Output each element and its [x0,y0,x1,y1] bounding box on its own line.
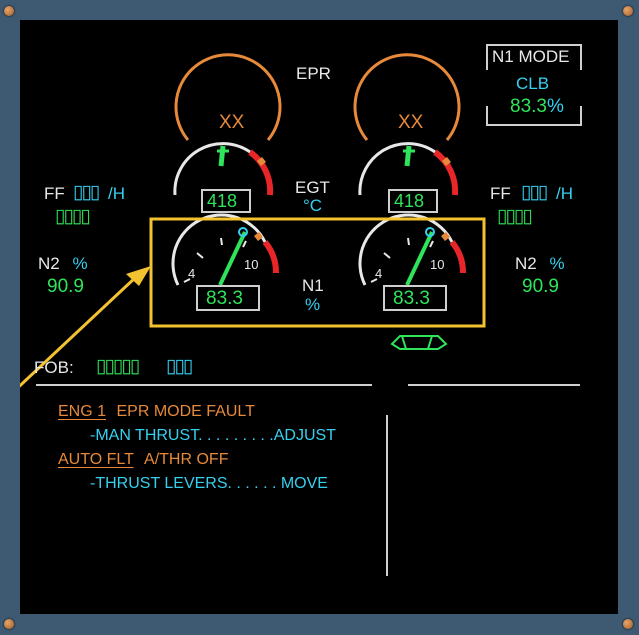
ecam-msg-epr-mode-fault: EPR MODE FAULT [116,403,255,420]
n2-value-eng1: 90.9 [47,276,84,297]
ff-unit-eng1: /H [108,184,125,203]
egt-readout-eng2: 418 [394,191,425,211]
ecam-line-1: ENG 1 EPR MODE FAULT [58,403,255,421]
n1-mode-title: N1 MODE [492,47,570,66]
egt-gauge-eng1 [173,142,274,196]
epr-invalid-eng2: XX [398,112,424,133]
ff-value-eng2: ▯▯▯▯ [497,206,533,227]
screw-top-left [4,6,14,16]
n1-label: N1 [302,276,324,295]
ff-unit-invalid-eng1: ▯▯▯ [73,182,100,203]
n1-mode-target: 83.3% [510,96,564,118]
ecam-system-auto-flt: AUTO FLT [58,451,134,468]
ecam-line-3: AUTO FLT A/THR OFF [58,451,228,469]
n2-text-eng1: N2 [38,254,60,273]
highlight-arrow-head-icon [126,266,151,286]
n2-text-eng2: N2 [515,254,537,273]
egt-readout-eng1: 418 [207,191,238,211]
n1-readout-eng1: 83.3 [206,288,243,309]
engine-gauges-svg [20,53,580,576]
n2-value-eng2: 90.9 [522,276,559,297]
ff-label-eng1: FF [44,184,65,203]
ecam-line-4: -THRUST LEVERS. . . . . . MOVE [90,475,328,492]
ff-value-eng1: ▯▯▯▯ [55,206,91,227]
n1-scale-max-eng2: 10 [430,257,445,272]
n1-mode-box: N1 MODE CLB 83.3% [486,44,582,126]
screw-top-right [623,6,633,16]
fob-label: FOB: [34,358,74,377]
n1-readout-eng1-box [196,285,260,311]
ecam-line-2: -MAN THRUST. . . . . . . . .ADJUST [90,427,336,444]
ff-unit-invalid-eng2: ▯▯▯ [521,182,548,203]
n1-unit: % [305,295,321,314]
egt-gauge-eng2 [358,142,459,196]
ff-unit-eng2: /H [556,184,573,203]
highlight-arrow-shaft [20,275,138,388]
fob-value: ▯▯▯▯▯ [96,356,140,377]
n1-mode-value-label: CLB [516,74,550,93]
n1-highlight-frame [149,217,486,328]
n1-mode-target-value: 83.3 [510,96,547,117]
n1-readout-eng2: 83.3 [393,288,430,309]
screw-bottom-right [623,619,633,629]
ff-label-eng2: FF [490,184,511,203]
n2-label-eng1: N2 % [38,254,88,274]
epr-invalid-eng1: XX [219,112,245,133]
n2-label-eng2: N2 % [515,254,565,274]
thrust-symbol-icon [390,335,448,350]
egt-readout-eng1-box [201,189,251,213]
epr-arc-eng1 [174,53,282,141]
n1-scale-min-eng2: 4 [375,266,383,281]
n2-pct-eng1: % [72,254,88,273]
epr-label: EPR [296,64,331,83]
n1-scale-max-eng1: 10 [244,257,259,272]
egt-readout-eng2-box [388,189,438,213]
fob-unit: ▯▯▯ [166,356,193,377]
ecam-msg-athr-off: A/THR OFF [144,451,229,468]
epr-arc-eng2 [353,53,461,141]
screw-bottom-left [4,619,14,629]
egt-unit: °C [303,196,323,215]
ewd-screen: EPR XX XX N1 MODE CLB 83.3% 418 418 EGT … [20,20,618,614]
ecam-system-eng1: ENG 1 [58,403,107,420]
egt-label: EGT [295,178,330,197]
n2-pct-eng2: % [549,254,565,273]
n1-readout-eng2-box [383,285,447,311]
n1-scale-min-eng1: 4 [188,266,196,281]
n1-mode-target-unit: % [546,96,564,117]
